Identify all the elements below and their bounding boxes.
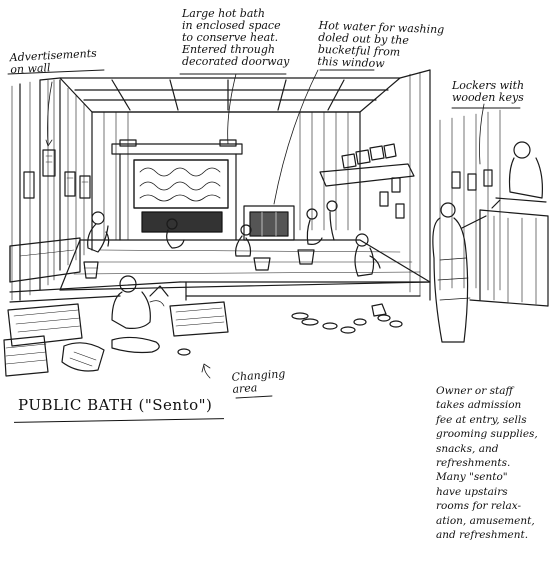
note-changing-area: Changing area [231,367,286,396]
note-hot-water: Hot water for washing doled out by the b… [317,18,445,71]
right-wall-lockers [379,69,501,301]
note-underlines [7,69,521,399]
back-wall [91,111,361,241]
bucket-shelf [319,143,415,187]
bather-center [235,224,252,257]
small-cup [177,348,191,356]
standing-attendant [432,202,487,343]
owner-at-counter [491,141,547,209]
left-wall [11,79,93,301]
note-advertisements: Advertisements on wall [9,46,98,77]
annotation-leaders [45,69,485,379]
folded-clothes [61,342,105,372]
bather-left [87,211,110,253]
note-lockers: Lockers with wooden keys [452,79,525,104]
hot-water-window [243,205,295,241]
sandals-on-floor [291,303,403,334]
wooden-tub-box [9,237,81,283]
advertisement-posters [23,149,91,199]
note-hot-bath: Large hot bath in enclosed space to cons… [182,7,290,68]
entry-counter [469,209,549,307]
clothes-baskets [3,301,229,377]
bather-right [306,200,338,245]
bather-far-right [354,233,381,277]
wooden-bucket-center [253,249,315,271]
changing-platform-edge [9,281,431,303]
ceiling [39,69,431,113]
seated-man [111,275,169,354]
page-title: PUBLIC BATH ("Sento") [18,396,213,414]
bather-center-left [166,218,185,249]
note-owner-staff: Owner or staff takes admission fee at en… [436,385,538,542]
decorated-doorway [111,139,243,241]
wooden-bucket-left [83,261,99,279]
